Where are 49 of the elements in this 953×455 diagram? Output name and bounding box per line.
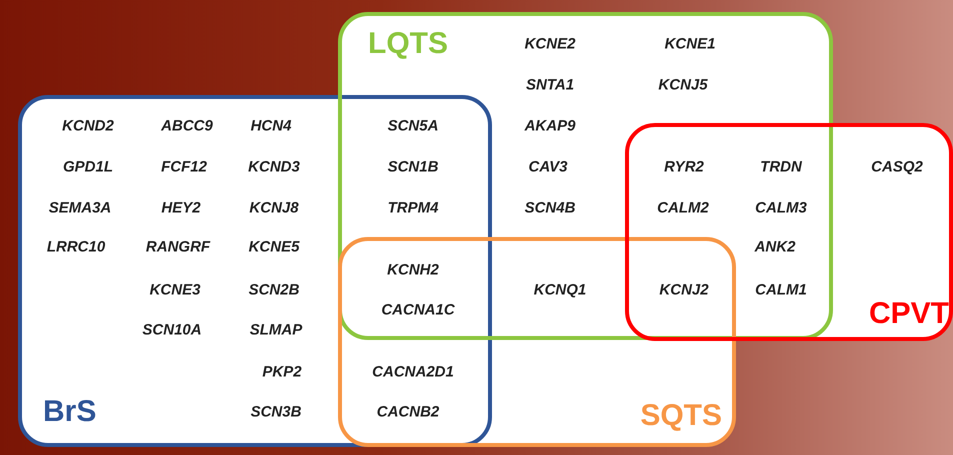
gene-name: CACNA2D1 bbox=[372, 364, 454, 380]
gene-name: SCN10A bbox=[142, 322, 202, 338]
gene-name: KCNE5 bbox=[248, 238, 300, 256]
set-box bbox=[18, 95, 492, 447]
set-box bbox=[625, 123, 953, 341]
gene-name: CACNA1C bbox=[381, 302, 455, 318]
gene-name: ABCC9 bbox=[161, 118, 213, 134]
gene-name: KCNE2 bbox=[524, 36, 576, 52]
gene-name: KCND3 bbox=[248, 158, 300, 176]
gene-name: RANGRF bbox=[146, 238, 210, 256]
gene-name: CACNB2 bbox=[376, 404, 440, 420]
gene-name: KCNE1 bbox=[664, 36, 716, 52]
set-title: CPVT bbox=[868, 297, 949, 331]
gene-name: HEY2 bbox=[161, 200, 201, 216]
gene-name: SNTA1 bbox=[526, 76, 574, 94]
gene-name: TRDN bbox=[760, 158, 802, 176]
set-title: SQTS bbox=[640, 399, 722, 433]
gene-name: TRPM4 bbox=[388, 200, 438, 216]
gene-name: FCF12 bbox=[161, 158, 207, 176]
gene-name: CALM3 bbox=[755, 200, 807, 216]
gene-name: HCN4 bbox=[250, 118, 292, 134]
gene-name: KCNQ1 bbox=[534, 282, 586, 298]
gene-name: PKP2 bbox=[262, 364, 302, 380]
gene-name: LRRC10 bbox=[46, 238, 106, 256]
gene-name: SCN5A bbox=[388, 118, 438, 134]
gene-name: SCN4B bbox=[524, 200, 576, 216]
gene-name: SCN1B bbox=[388, 158, 438, 176]
gene-name: RYR2 bbox=[664, 158, 704, 176]
gene-name: KCNE3 bbox=[150, 282, 200, 298]
gene-name: SEMA3A bbox=[48, 200, 112, 216]
gene-name: GPD1L bbox=[63, 158, 113, 176]
gene-name: ANK2 bbox=[754, 238, 796, 256]
gene-name: KCNJ5 bbox=[658, 76, 708, 94]
gene-name: CASQ2 bbox=[871, 158, 923, 176]
gene-name: CALM2 bbox=[657, 200, 709, 216]
gene-name: KCNJ8 bbox=[249, 200, 299, 216]
set-box bbox=[338, 12, 833, 340]
set-title: LQTS bbox=[368, 27, 448, 61]
gene-name: KCNH2 bbox=[387, 262, 439, 278]
gene-name: CALM1 bbox=[755, 282, 807, 298]
set-box bbox=[338, 237, 736, 447]
set-title: BrS bbox=[43, 395, 96, 429]
gene-name: CAV3 bbox=[528, 158, 568, 176]
gene-name: KCND2 bbox=[62, 118, 114, 134]
gene-name: AKAP9 bbox=[524, 118, 576, 134]
gene-name: SCN2B bbox=[248, 282, 300, 298]
gene-name: SLMAP bbox=[250, 322, 302, 338]
gene-name: SCN3B bbox=[250, 404, 302, 420]
gene-name: KCNJ2 bbox=[659, 282, 709, 298]
